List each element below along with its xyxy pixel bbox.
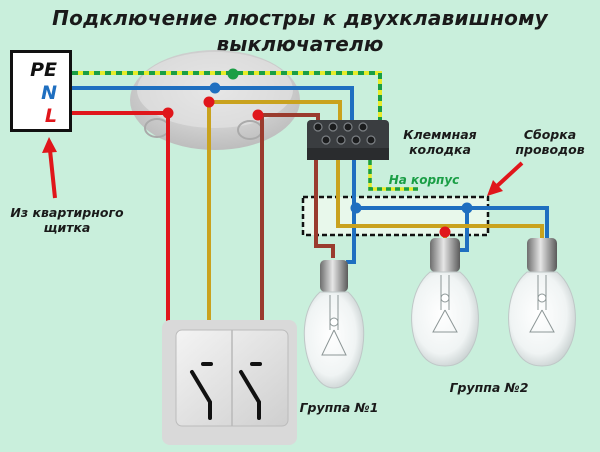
to-ground-label: На корпус: [388, 173, 460, 187]
terminal-screw: [343, 122, 353, 132]
terminal-label-pe: PE: [30, 59, 57, 81]
arrow-from-panel: [42, 137, 57, 199]
terminal-block-label-line1: Клеммная: [403, 127, 477, 142]
ground-junction-dot: [227, 68, 239, 80]
group2-label: Группа №2: [449, 380, 529, 395]
terminal-screw: [313, 122, 323, 132]
switch-return-dot: [252, 109, 264, 121]
terminal-screw: [366, 135, 376, 145]
bulb-group1: [303, 260, 365, 389]
terminal-block-label-line2: колодка: [409, 142, 471, 157]
terminal-screw: [336, 135, 346, 145]
wire-assembly-label-line1: Сборка: [523, 127, 577, 142]
from-panel-label-line1: Из квартирного: [10, 205, 124, 220]
neutral-wire: [72, 86, 549, 264]
bulb-group2-b: [508, 238, 576, 367]
wire-assembly-box: [301, 195, 490, 237]
from-panel-label-line2: щитка: [43, 220, 91, 235]
terminal-label-n: N: [41, 82, 57, 104]
diagram-title-line2: выключателю: [216, 32, 384, 56]
terminal-screw: [358, 122, 368, 132]
arrow-wire-assembly: [487, 161, 524, 196]
terminal-screw: [328, 122, 338, 132]
double-switch: [162, 320, 297, 445]
terminal-block-label: Клеммная колодка: [398, 127, 482, 157]
switch-key-2-contact: [239, 370, 261, 420]
switch-return-dot: [203, 96, 215, 108]
terminal-block: [307, 120, 389, 160]
terminal-screw: [321, 135, 331, 145]
wire-assembly-label: Сборка проводов: [510, 127, 590, 157]
terminal-label-l: L: [44, 105, 57, 127]
terminal-screw: [351, 135, 361, 145]
apartment-panel-box: PE N L: [10, 50, 72, 132]
group2-feed-dot: [439, 226, 451, 238]
phase-junction-dot: [162, 107, 174, 119]
neutral-split-dot: [350, 202, 362, 214]
diagram-title-line1: Подключение люстры к двухклавишному: [52, 6, 548, 30]
neutral-junction-dot: [209, 82, 221, 94]
ground-wire: [72, 68, 418, 191]
switch-key-1-contact: [190, 370, 212, 420]
neutral-split-dot: [461, 202, 473, 214]
bulb-group2-a: [411, 238, 479, 367]
wire-assembly-label-line2: проводов: [515, 142, 585, 157]
switched-wire-group1: [260, 113, 335, 360]
group1-label: Группа №1: [299, 400, 379, 415]
from-panel-label: Из квартирного щитка: [8, 205, 126, 235]
